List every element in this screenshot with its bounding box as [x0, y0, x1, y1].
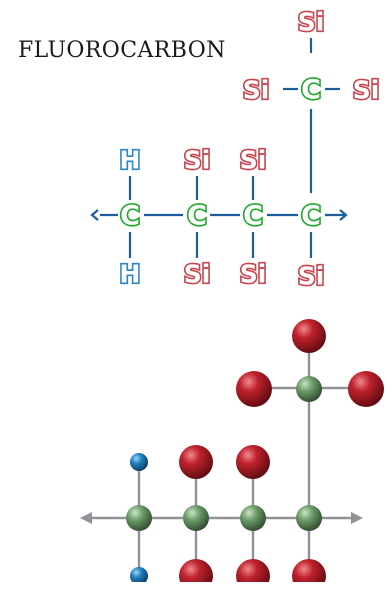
model-carbon-sphere	[240, 505, 266, 531]
model-hydrogen-sphere	[130, 453, 148, 471]
formula-silicon-atom: Si	[243, 76, 270, 105]
model-carbon-sphere	[183, 505, 209, 531]
model-silicon-sphere	[292, 319, 326, 353]
formula-hydrogen-atom: H	[120, 146, 141, 175]
formula-hydrogen-atom: H	[120, 260, 141, 289]
formula-carbon-atom: C	[301, 201, 321, 232]
formula-silicon-atom: Si	[298, 262, 325, 291]
formula-silicon-atom: Si	[240, 146, 267, 175]
model-silicon-sphere	[179, 445, 213, 479]
figure-title: FLUOROCARBON	[18, 38, 226, 63]
model-hydrogen-sphere	[130, 567, 148, 585]
formula-carbon-atom: C	[187, 201, 207, 232]
ball-and-stick-model	[0, 319, 392, 590]
formula-bonds	[90, 38, 348, 258]
structural-formula: Si Si C Si H Si Si C C C C H Si Si Si	[90, 6, 381, 292]
model-silicon-sphere	[236, 371, 272, 407]
model-carbon-sphere	[126, 505, 152, 531]
formula-carbon-atom: C	[301, 75, 321, 106]
model-carbon-sphere	[296, 505, 322, 531]
formula-silicon-atom: Si	[240, 260, 267, 289]
model-carbon-sphere	[296, 376, 322, 402]
formula-carbon-atom: C	[120, 201, 140, 232]
formula-carbon-atom: C	[243, 201, 263, 232]
formula-silicon-atom: Si	[184, 260, 211, 289]
model-silicon-sphere	[236, 445, 270, 479]
formula-silicon-atom: Si	[353, 76, 380, 105]
formula-silicon-atom: Si	[184, 146, 211, 175]
model-rods	[80, 336, 366, 576]
formula-silicon-atom: Si	[298, 8, 325, 37]
model-silicon-sphere	[348, 371, 384, 407]
